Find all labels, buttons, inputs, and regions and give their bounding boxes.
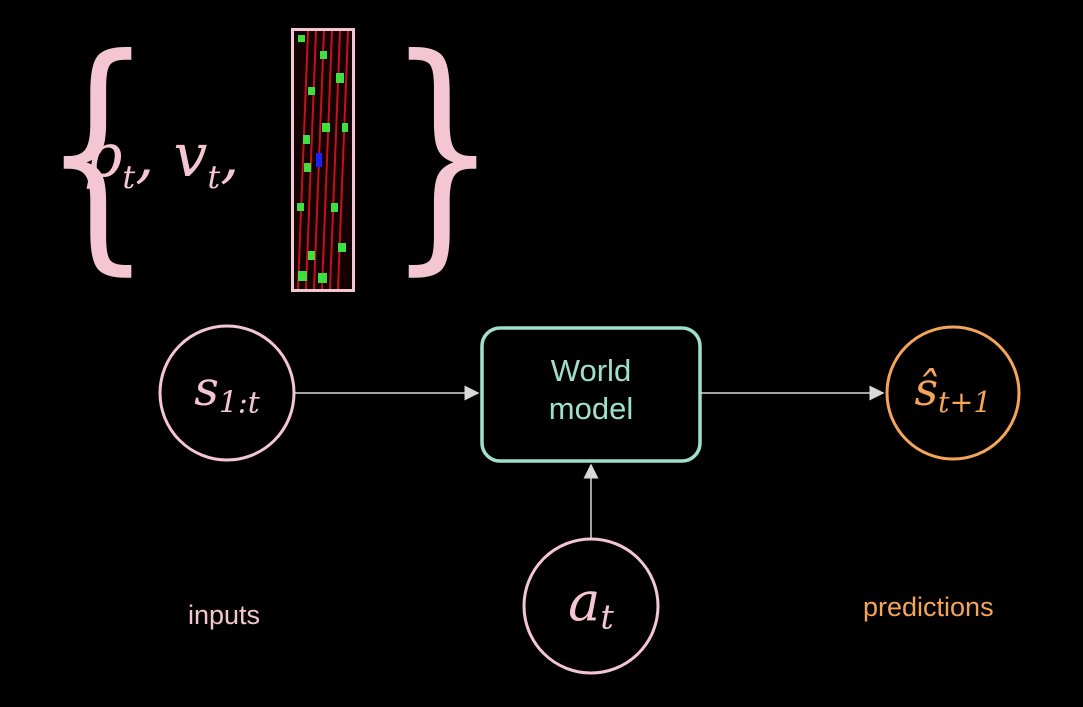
inputs-caption: inputs bbox=[188, 600, 261, 630]
position-var: pt bbox=[84, 121, 136, 196]
world-model-box bbox=[480, 326, 702, 463]
input-node bbox=[158, 324, 296, 462]
state-variables: pt, vt, bbox=[84, 121, 240, 196]
input-node-label: s1:t bbox=[194, 361, 260, 421]
left-brace: { bbox=[41, 5, 154, 296]
action-node-label: at bbox=[568, 570, 614, 637]
state-set: { pt, vt, bbox=[18, 5, 498, 296]
prediction-node bbox=[885, 325, 1021, 461]
velocity-var: vt bbox=[173, 121, 221, 196]
predictions-caption: predictions bbox=[863, 592, 994, 622]
prediction-node-label: ŝt+1 bbox=[914, 362, 992, 420]
right-brace: } bbox=[386, 5, 499, 296]
world-model-label: World model bbox=[548, 353, 634, 426]
track-image-icon bbox=[291, 28, 355, 292]
